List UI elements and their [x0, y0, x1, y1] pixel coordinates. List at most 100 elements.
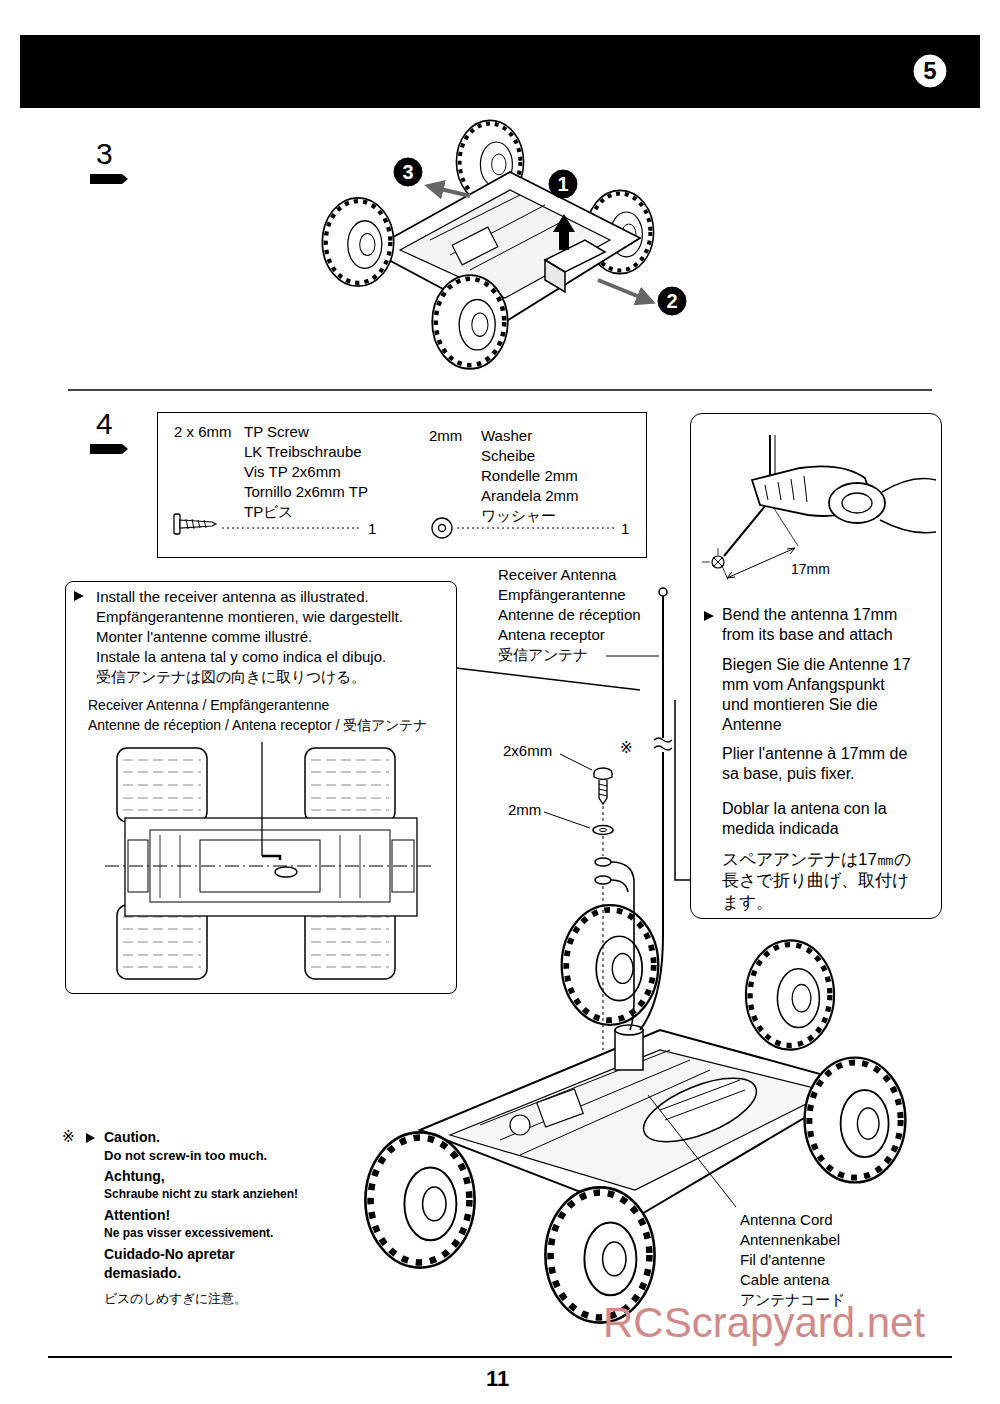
box-text: Arandela 2mm — [481, 486, 579, 506]
leader-line — [648, 1095, 736, 1207]
top-view-truck — [117, 748, 207, 822]
pliers-drawing — [880, 479, 936, 533]
box-text: TPビス — [244, 502, 293, 522]
assembly-line — [603, 806, 604, 1050]
box-text: Vis TP 2x6mm — [244, 462, 341, 482]
callout-number: 3 — [393, 157, 423, 187]
callout-number: 1 — [548, 169, 578, 199]
step-number: 4 — [96, 404, 113, 443]
header-bar — [20, 35, 980, 108]
section-number: 5 — [913, 54, 947, 88]
step-marker — [90, 174, 128, 184]
truck-drawing — [420, 1030, 860, 1215]
note-mark: ※ — [62, 1127, 75, 1147]
washer-part — [593, 826, 613, 835]
caution-note: Ne pas visser excessivement. — [104, 1226, 273, 1242]
callout-pointer — [675, 700, 690, 880]
step-number: 3 — [96, 134, 113, 173]
truck-drawing — [615, 1025, 643, 1035]
box-text: 受信アンテナは図の向きに取りつける。 — [96, 667, 366, 687]
screw-part — [599, 780, 607, 804]
box-text: Empfängerantenne montieren, wie dargeste… — [96, 607, 403, 627]
part-name: Antennenkabel — [740, 1230, 840, 1250]
box-text: Biegen Sie die Antenne 17 mm vom Anfangs… — [722, 655, 912, 735]
box-text: Instale la antena tal y como indica el d… — [96, 647, 386, 667]
caution-note: Caution. — [104, 1128, 160, 1146]
part-name: Antenna Cord — [740, 1210, 833, 1230]
truck-drawing — [365, 905, 905, 1322]
direction-arrow — [598, 280, 652, 302]
screw-part — [599, 784, 607, 796]
truck-drawing — [746, 940, 834, 1049]
caution-note: Achtung, — [104, 1167, 165, 1185]
callout-number: 3 — [393, 157, 423, 187]
bullet-triangle — [74, 591, 84, 601]
box-text: Monter l'antenne comme illustré. — [96, 627, 312, 647]
circle-outline — [549, 170, 577, 198]
box-text: ワッシャー — [481, 506, 556, 526]
leader-line — [261, 742, 262, 856]
truck-drawing — [322, 120, 653, 368]
box-text: LK Treibschraube — [244, 442, 362, 462]
truck-drawing — [400, 190, 610, 298]
pliers-drawing — [765, 476, 807, 502]
pliers-drawing — [722, 502, 798, 580]
truck-drawing — [660, 1080, 745, 1120]
box-text: 1 — [621, 519, 629, 539]
receiver-antenna — [595, 876, 611, 884]
caution-note: Do not screw-in too much. — [104, 1148, 267, 1165]
truck-drawing — [322, 198, 393, 286]
box-text: スペアアンテナは17㎜の長さで折り曲げ、取付けます。 — [722, 849, 912, 913]
footer-rule — [48, 1356, 952, 1358]
washer-icon — [439, 525, 446, 532]
receiver-antenna — [659, 588, 667, 596]
truck-drawing — [510, 1115, 530, 1135]
leader-line — [606, 656, 659, 657]
box-text: TP Screw — [244, 422, 309, 442]
circle-outline — [658, 287, 686, 315]
direction-arrow — [553, 214, 575, 250]
box-text: Receiver Antenna / Empfängerantenne — [88, 696, 329, 714]
circle-outline — [394, 158, 422, 186]
leader-line — [560, 754, 592, 770]
center-line — [105, 866, 435, 867]
truck-drawing — [805, 1058, 906, 1183]
bullet-triangle — [704, 611, 714, 621]
box-text: Scheibe — [481, 446, 535, 466]
box-text: 1 — [368, 519, 376, 539]
pliers-drawing — [702, 435, 936, 580]
part-name: Antena receptor — [498, 625, 605, 645]
box-text: 2mm — [429, 426, 462, 446]
caution-note: Schraube nicht zu stark anziehen! — [104, 1187, 298, 1203]
parts-box: 2 x 6mmTP ScrewLK TreibschraubeVis TP 2x… — [157, 412, 647, 558]
dashed-leader — [222, 528, 362, 529]
pliers-drawing — [727, 548, 795, 578]
box-text: Plier l'antenne à 17mm de sa base, puis … — [722, 744, 927, 784]
instruction-callout: 17mmBend the antenna 17mm from its base … — [690, 413, 942, 919]
box-text: Antenne de réception / Antena receptor /… — [88, 716, 427, 734]
page-number: 11 — [486, 1365, 509, 1394]
caution-note: Cuidado-No apretar demasiado. — [104, 1245, 264, 1283]
top-view-truck — [125, 818, 417, 916]
part-name: 受信アンテナ — [498, 645, 588, 665]
box-text: Bend the antenna 17mm from its base and … — [722, 605, 922, 645]
leader-line — [544, 812, 590, 828]
direction-arrow — [428, 186, 470, 196]
break-mark — [654, 738, 672, 750]
antenna-mark — [262, 856, 280, 860]
truck-drawing — [370, 172, 640, 322]
bullet-triangle — [86, 1133, 95, 1143]
part-name: Antenne de réception — [498, 605, 641, 625]
top-view-truck — [105, 742, 435, 979]
step-marker — [90, 444, 128, 454]
pliers-drawing — [842, 493, 872, 513]
truck-drawing — [365, 1132, 474, 1267]
truck-drawing — [562, 905, 659, 1025]
pliers-drawing — [829, 483, 885, 523]
caution-note: Attention! — [104, 1206, 170, 1224]
callout-number: 1 — [548, 169, 578, 199]
truck-drawing — [432, 275, 508, 369]
callout-pointer — [456, 668, 640, 690]
screw-icon — [174, 514, 180, 534]
